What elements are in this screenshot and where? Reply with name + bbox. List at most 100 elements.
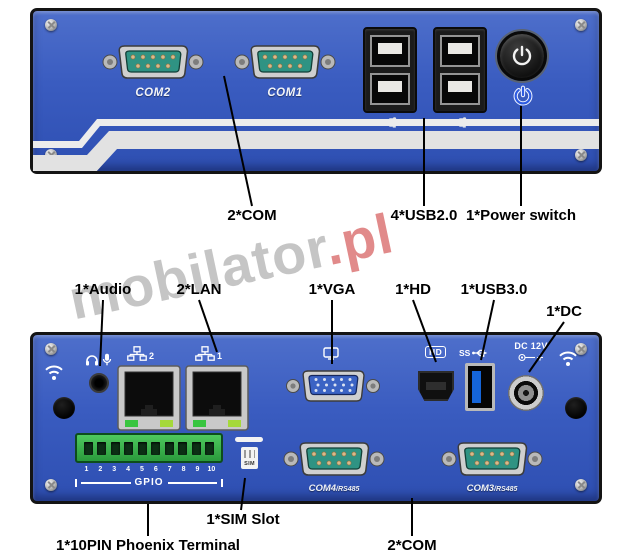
gpio-pin-number: 5	[140, 466, 144, 473]
gpio-pin-hole	[84, 441, 93, 455]
power-icon-blue	[513, 85, 533, 106]
hdmi-slot	[426, 382, 446, 390]
usb-icon	[472, 349, 488, 357]
usb3-port	[465, 363, 495, 411]
lan2-number: 2	[149, 351, 155, 361]
callout-phoenix: 1*10PIN Phoenix Terminal	[56, 537, 240, 554]
gpio-pin-number: 1	[84, 466, 89, 473]
lan1-number: 1	[217, 351, 223, 361]
ss-label: SS	[459, 348, 471, 358]
callout-front-com: 2*COM	[227, 207, 277, 224]
gpio-pin-number: 4	[126, 466, 131, 473]
watermark-name: mobilator	[63, 215, 332, 332]
callout-usb3: 1*USB3.0	[460, 281, 528, 298]
com2-port	[101, 40, 205, 84]
com3-text: COM3	[466, 483, 495, 494]
callout-dc: 1*DC	[546, 303, 582, 320]
lan2-port	[117, 365, 181, 436]
usb2-port-stack-right	[433, 27, 487, 113]
com3-label: COM3/RS485	[440, 483, 544, 494]
power-icon	[512, 45, 532, 66]
rs485-text: /RS485	[494, 486, 518, 493]
gpio-pin-hole	[178, 441, 188, 455]
callout-front-power: 1*Power switch	[465, 207, 577, 224]
bracket-line	[81, 481, 131, 484]
audio-icons	[85, 353, 112, 366]
usb-port	[370, 35, 410, 67]
antenna-hole-right	[565, 397, 587, 419]
screw-icon	[45, 479, 57, 491]
gpio-pin-hole	[164, 441, 174, 455]
usb2-port-stack-left	[363, 27, 417, 113]
com1-label: COM1	[267, 87, 303, 99]
screw-icon	[45, 19, 57, 31]
gpio-pin-hole	[151, 441, 161, 455]
gpio-label: GPIO	[134, 477, 164, 488]
usb-tongue	[448, 81, 472, 92]
sim-slot	[235, 437, 263, 442]
dc-polarity-icon	[518, 353, 543, 362]
vga-port	[285, 365, 381, 412]
network-icon	[127, 346, 147, 361]
gpio-pin-hole	[204, 441, 214, 455]
gpio-pin-number: 3	[112, 466, 117, 473]
com1-port	[233, 40, 337, 84]
com3-port	[440, 437, 544, 481]
gpio-pin-hole	[110, 441, 120, 455]
sim-card-icon: SIM	[241, 447, 258, 469]
gpio-terminal	[75, 433, 223, 463]
dc-tag: DC 12V	[503, 341, 559, 362]
gpio-pin-number: 6	[153, 466, 158, 473]
com2-label: COM2	[135, 87, 171, 99]
wifi-icon-left	[45, 365, 63, 380]
callout-audio: 1*Audio	[74, 281, 132, 298]
screw-icon	[575, 343, 587, 355]
callout-sim: 1*SIM Slot	[206, 511, 280, 528]
usb3-tongue	[472, 371, 481, 403]
gpio-pin-hole	[124, 441, 134, 455]
dc-jack	[508, 375, 544, 411]
front-panel: COM2 COM1	[30, 8, 602, 174]
gpio-pin-hole	[97, 441, 107, 455]
lan1-port	[185, 365, 249, 436]
usb-port	[440, 73, 480, 105]
callout-vga: 1*VGA	[308, 281, 356, 298]
usb-tongue	[378, 43, 402, 54]
usb3-ss-icon: SS	[459, 347, 488, 359]
gpio-label-bracket: GPIO	[75, 477, 224, 488]
antenna-hole-left	[53, 397, 75, 419]
usb-tongue	[378, 81, 402, 92]
vga-icon	[323, 347, 339, 360]
callout-front-usb: 4*USB2.0	[390, 207, 458, 224]
sim-label: SIM	[244, 461, 255, 467]
screw-icon	[45, 343, 57, 355]
bracket-line	[167, 481, 218, 484]
screw-icon	[575, 19, 587, 31]
rs485-text: /RS485	[336, 486, 360, 493]
power-button	[497, 31, 547, 81]
usb-port	[440, 35, 480, 67]
rear-panel: 2 1	[30, 332, 602, 504]
hdmi-port	[418, 371, 454, 401]
callout-lan: 2*LAN	[176, 281, 222, 298]
network-icon	[195, 346, 215, 361]
decorative-stripe	[33, 119, 599, 171]
callout-rear-com: 2*COM	[387, 537, 437, 554]
gpio-pin-hole	[191, 441, 201, 455]
hd-icon: HD	[425, 346, 447, 358]
lan2-tag: 2	[127, 346, 154, 361]
com4-label: COM4/RS485	[282, 483, 386, 494]
usb-tongue	[448, 43, 472, 54]
screw-icon	[575, 149, 587, 161]
com4-port	[282, 437, 386, 481]
bracket-tick	[221, 478, 224, 487]
com4-text: COM4	[308, 483, 337, 494]
gpio-pin-number: 2	[98, 466, 103, 473]
dc-label: DC 12V	[514, 341, 548, 351]
bracket-tick	[75, 478, 77, 487]
gpio-pin-number: 8	[181, 466, 186, 473]
gpio-pin-number: 10	[207, 466, 216, 473]
mic-icon	[102, 353, 112, 366]
gpio-pin-hole	[137, 441, 147, 455]
